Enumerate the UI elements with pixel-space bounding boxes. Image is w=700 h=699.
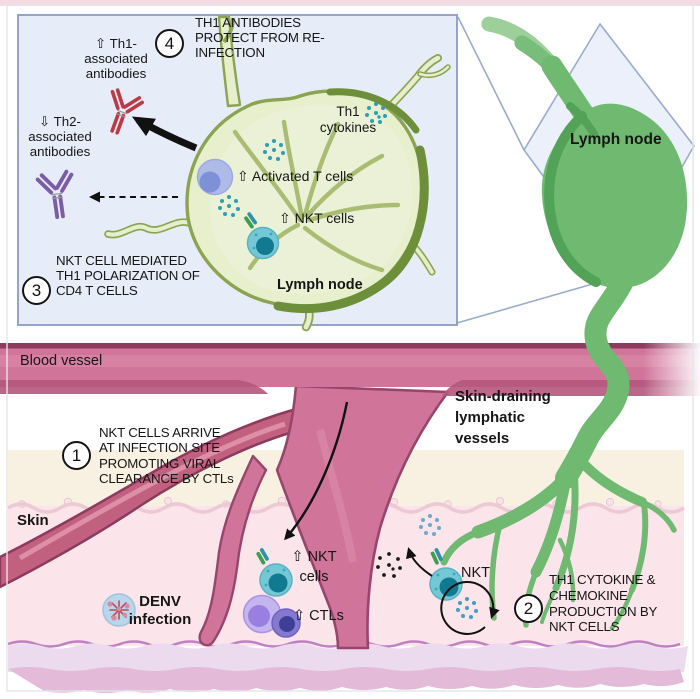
ctl-cells (242, 594, 301, 638)
th1-antibodies-label: ⇧ Th1- associated antibodies (84, 36, 148, 81)
th1-cytokines-cluster (365, 102, 387, 124)
callout-line-top (457, 16, 525, 151)
step-4-text: TH1 ANTIBODIES PROTECT FROM RE- INFECTIO… (195, 15, 325, 60)
callout-line-bottom (456, 276, 618, 324)
node-trabeculae (232, 119, 401, 273)
blood-vessel (0, 341, 700, 650)
activated-t-cells-label: ⇧ Activated T cells (237, 168, 354, 184)
nkt-cell-node (244, 212, 280, 260)
nkt-label: NKT (461, 565, 490, 581)
dermis-band-light (8, 643, 688, 672)
step-4-badge: 4 (155, 29, 184, 58)
lymph-node-organ (440, 16, 688, 631)
th1-cytokines-label: Th1 cytokines (319, 104, 377, 135)
cytokine-cycle (440, 581, 500, 635)
nkt-cells-skin-label: ⇧ NKT cells (291, 549, 337, 585)
step-2-badge: 2 (514, 594, 543, 623)
activated-t-cell (196, 158, 234, 196)
chemokine-dots (376, 552, 402, 578)
lymph-node-inset-label: Lymph node (277, 277, 363, 293)
cytokines-blue-cluster (419, 514, 441, 536)
nkt-cell-producing (429, 548, 463, 601)
lymphatic-roots (440, 455, 677, 631)
cytokines-cluster-mid (263, 139, 285, 161)
th1-antibody-icon (110, 88, 145, 135)
lymph-node-organ-label: Lymph node (570, 131, 662, 148)
figure-frame (6, 4, 694, 692)
step-1-badge: 1 (62, 441, 91, 470)
denv-infection-label: DENV infection (128, 593, 192, 628)
ctls-label: ⇧ CTLs (293, 608, 344, 624)
nkt-cell-skin (256, 548, 293, 597)
nkt-cells-node-label: ⇧ NKT cells (279, 210, 355, 226)
step-3-text: NKT CELL MEDIATED TH1 POLARIZATION OF CD… (56, 253, 200, 298)
step-1-text: NKT CELLS ARRIVE AT INFECTION SITE PROMO… (99, 425, 234, 487)
denv-virus-icon (102, 593, 136, 627)
th2-antibody-icon (35, 169, 74, 220)
lymphatic-vessels-label: Skin-draining lymphatic vessels (455, 388, 551, 447)
step-2-text: TH1 CYTOKINE & CHEMOKINE PRODUCTION BY N… (549, 572, 658, 635)
step-3-badge: 3 (22, 276, 51, 305)
arrow-vessel-to-nkt (284, 401, 349, 541)
blood-vessel-label: Blood vessel (20, 353, 103, 369)
arrow-to-chemokines (406, 547, 433, 577)
th2-antibodies-label: ⇩ Th2- associated antibodies (28, 114, 92, 159)
top-strip (0, 0, 700, 6)
arrow-node-to-th1-antibody (131, 116, 198, 152)
dermis-band-dark (8, 667, 684, 693)
cytokines-cluster-low (218, 195, 240, 217)
skin-label: Skin (17, 512, 49, 529)
